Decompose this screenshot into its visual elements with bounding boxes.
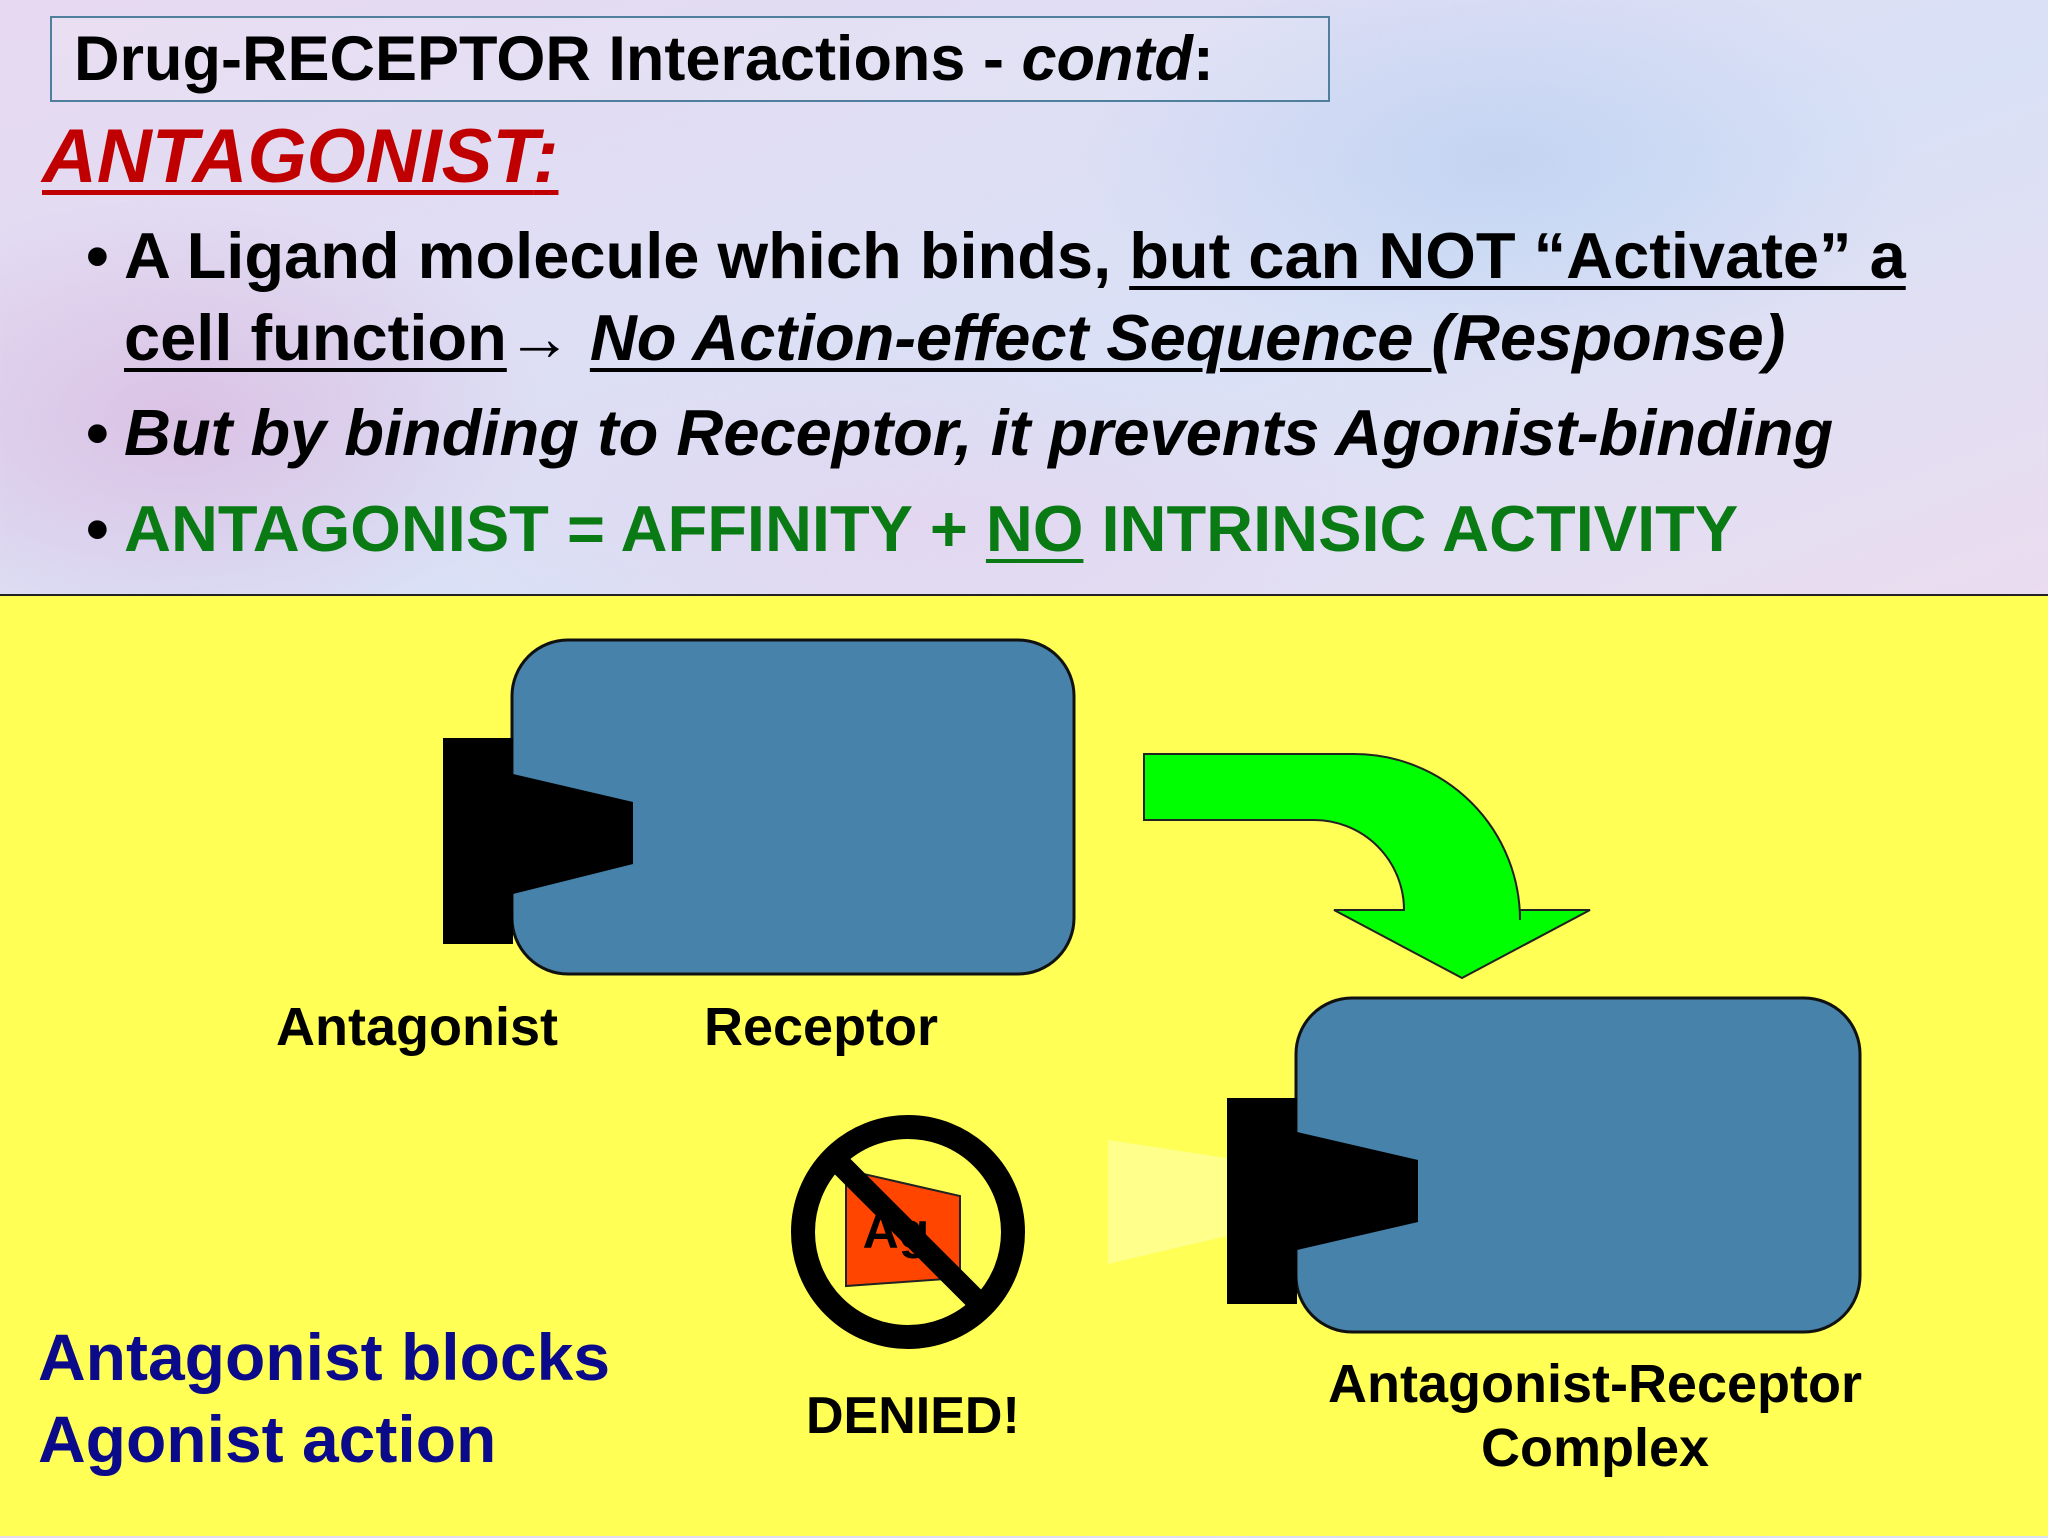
right-arrow-icon: → [506, 301, 590, 374]
slide-title: Drug-RECEPTOR Interactions - contd: [50, 16, 1330, 102]
heading-colon: : [533, 114, 559, 199]
bullet-1-text-b: but can NOT “Activate” a [1129, 219, 1906, 292]
bullet-3-text-b: INTRINSIC ACTIVITY [1083, 492, 1739, 565]
bullet-2-text: But by binding to Receptor, it prevents … [124, 396, 1834, 469]
heading-text: ANTAGONIST [42, 114, 534, 199]
denied-label: DENIED! [806, 1387, 1020, 1445]
blocks-caption-line-2: Agonist action [38, 1402, 497, 1476]
blocks-caption: Antagonist blocks Agonist action [38, 1316, 610, 1480]
bullet-1-text-d: No Action-effect Sequence [589, 301, 1432, 374]
complex-label: Antagonist-Receptor Complex [1310, 1352, 1880, 1480]
no-entry-icon [791, 1115, 1025, 1349]
curved-arrow-icon [1143, 753, 1591, 980]
bullet-3-text-a: ANTAGONIST = AFFINITY + [124, 492, 986, 565]
title-colon: : [1192, 24, 1214, 94]
bullet-1-text-e: (Response) [1431, 301, 1786, 374]
no-entry-slash [826, 1150, 990, 1314]
complex-antagonist-shape [1227, 1098, 1418, 1304]
complex-label-line-1: Antagonist-Receptor [1327, 1354, 1862, 1414]
bullet-1-text-c: cell function [124, 301, 507, 374]
antagonist-shape [443, 738, 633, 944]
receptor-label: Receptor [704, 997, 939, 1057]
antagonist-label: Antagonist [276, 997, 558, 1057]
title-text: Drug-RECEPTOR Interactions - [74, 24, 1022, 94]
bullet-2: •But by binding to Receptor, it prevents… [86, 396, 1834, 469]
title-contd: contd [1021, 24, 1193, 94]
bullet-1-text-a: A Ligand molecule which binds, [124, 219, 1130, 292]
complex-label-line-2: Complex [1480, 1418, 1710, 1478]
ghost-wedge [1108, 1140, 1227, 1264]
diagram-svg: Ag [443, 638, 1862, 1349]
bullet-1: •A Ligand molecule which binds, but can … [86, 219, 1906, 292]
diagram-panel: Ag Antagonist Receptor Antagonist-Recept… [0, 594, 2048, 1536]
blocks-caption-line-1: Antagonist blocks [38, 1320, 611, 1394]
bullet-3: •ANTAGONIST = AFFINITY + NO INTRINSIC AC… [86, 492, 1739, 565]
antagonist-heading: ANTAGONIST: [42, 112, 558, 202]
bullet-1-continued: cell function→ No Action-effect Sequence… [124, 297, 1785, 379]
bullet-3-no: NO [985, 492, 1084, 565]
